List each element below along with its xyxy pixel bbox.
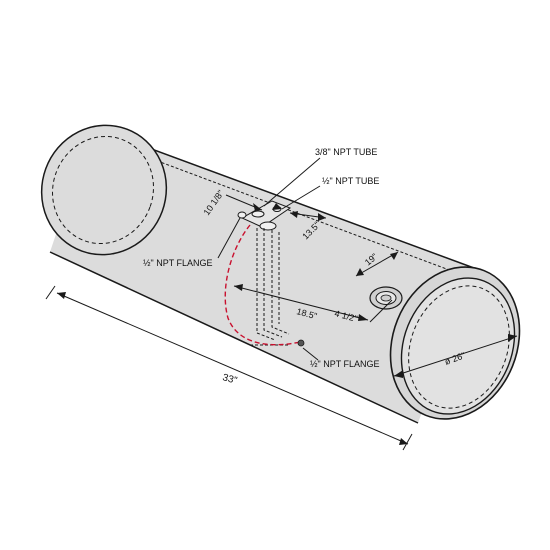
leader-tube-38: [263, 157, 321, 207]
label-flange-bottom: ½" NPT FLANGE: [310, 359, 380, 369]
right-end-face: [400, 277, 516, 415]
dim-diameter-line: [393, 335, 518, 377]
label-flange-top: ½" NPT FLANGE: [143, 258, 213, 268]
tank-top-edge: [91, 126, 475, 269]
label-dim-length: 33": [221, 372, 238, 387]
bottom-flange-port: [297, 339, 305, 347]
dim-length-ext-right: [402, 433, 413, 451]
label-tube-12: ½" NPT TUBE: [322, 176, 379, 186]
leader-flange-top: [217, 217, 241, 259]
arrowheads: [57, 203, 517, 445]
left-end-cap: [40, 124, 168, 256]
dim-19-line: [355, 251, 399, 277]
tank-bottom-edge: [49, 251, 419, 424]
dip-tubes: [250, 228, 290, 346]
return-line-dashed-red: [224, 224, 301, 346]
left-end-inner-dashed: [52, 135, 154, 245]
dim-4-1-2-line: [369, 299, 393, 323]
leader-tube-12: [281, 185, 321, 210]
dim-length-ext-left: [45, 285, 56, 300]
leader-flange-bottom: [302, 347, 319, 361]
label-tube-38: 3/8" NPT TUBE: [315, 147, 377, 157]
dim-length-line: [56, 292, 409, 445]
right-end-inner-dashed: [408, 285, 510, 409]
dim-18-5-line: [233, 285, 369, 321]
